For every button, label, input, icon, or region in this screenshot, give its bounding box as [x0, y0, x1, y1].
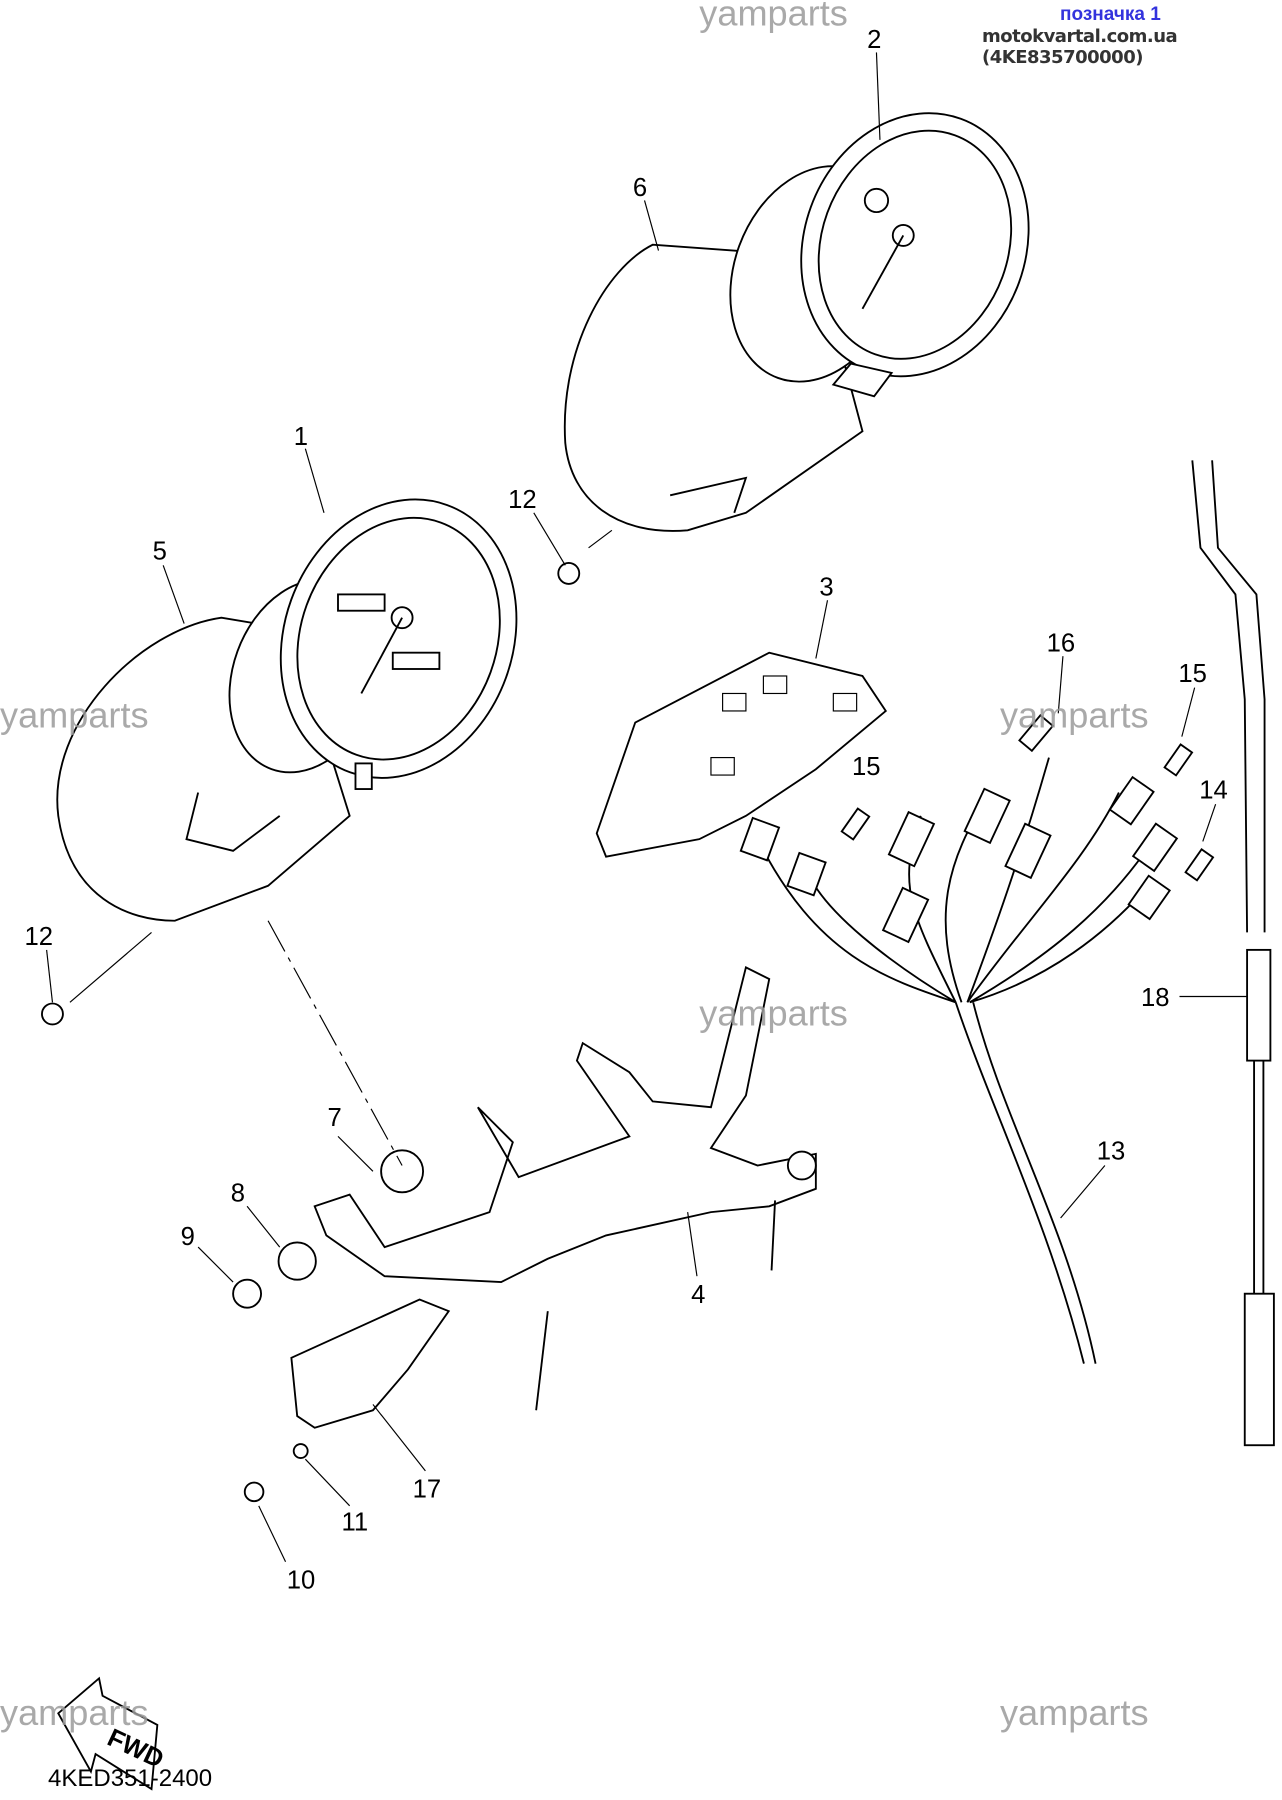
callout-12b: 12 — [24, 923, 53, 951]
watermark: yamparts — [0, 1692, 149, 1733]
callout-9: 9 — [181, 1223, 195, 1251]
callout-14: 14 — [1199, 776, 1228, 804]
speedometer-cable-18 — [1191, 460, 1275, 1447]
callout-6: 6 — [633, 174, 647, 202]
callout-11: 11 — [341, 1508, 368, 1536]
callouts: 1 2 3 4 5 6 7 8 9 10 11 12 12 13 14 15 1… — [24, 26, 1227, 1595]
panel-3 — [595, 651, 888, 858]
watermark: yamparts — [699, 0, 848, 34]
callout-13: 13 — [1097, 1138, 1126, 1166]
callout-15b: 15 — [1178, 660, 1207, 688]
watermarks: yamparts yamparts yamparts yamparts yamp… — [0, 0, 1149, 1733]
callout-3: 3 — [819, 574, 833, 602]
watermark: yamparts — [1000, 1692, 1149, 1733]
callout-17: 17 — [413, 1476, 442, 1504]
callout-15a: 15 — [852, 753, 881, 781]
callout-16: 16 — [1047, 630, 1076, 658]
callout-18: 18 — [1141, 984, 1170, 1012]
callout-2: 2 — [867, 26, 881, 54]
diagram-code: 4KED351-2400 — [48, 1765, 213, 1792]
callout-10: 10 — [287, 1567, 316, 1595]
callout-7: 7 — [328, 1104, 342, 1132]
callout-12a: 12 — [508, 486, 537, 514]
callout-4: 4 — [691, 1281, 705, 1309]
bracket-17 — [290, 1298, 451, 1429]
source-label: motokvartal.com.ua (4KE835700000) — [982, 26, 1178, 68]
meter-2-assembly — [563, 112, 1030, 532]
watermark: yamparts — [0, 694, 149, 735]
watermark: yamparts — [1000, 694, 1149, 735]
callout-1: 1 — [294, 423, 308, 451]
meter-1-assembly — [56, 498, 518, 922]
fwd-arrow: FWD — [57, 1676, 168, 1791]
callout-5: 5 — [153, 537, 167, 565]
bracket-4 — [313, 966, 817, 1283]
badge-label: позначка 1 — [1060, 4, 1161, 25]
wiring-harness-13 — [739, 757, 1179, 1364]
callout-8: 8 — [231, 1180, 245, 1208]
watermark: yamparts — [699, 993, 848, 1034]
